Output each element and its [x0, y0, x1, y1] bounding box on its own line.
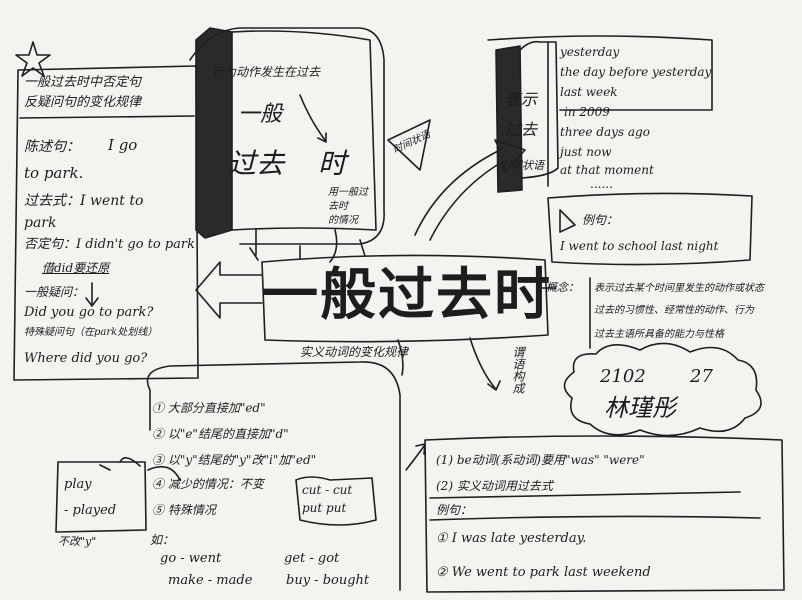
book-caption: 行为动作发生在过去 [212, 65, 321, 79]
predicate-rule-2: (2) 实义动词用过去式 [436, 479, 553, 493]
original-1: I go [108, 136, 138, 154]
side-note-1: 用一般过 [328, 187, 368, 198]
unchanged-1: cut - cut [302, 483, 353, 497]
time-word: three days ago [560, 125, 650, 139]
irregular-ex1: go - went [160, 551, 222, 566]
unchanged-2: put put [302, 501, 347, 515]
side-note-3: 的情况 [328, 215, 358, 226]
past-1: 过去式：I went to [24, 193, 144, 209]
time-title-1: 表示 [505, 90, 538, 109]
time-title-2: 过去 [505, 120, 538, 139]
star-icon [15, 41, 51, 77]
verb-rule-5: ⑤ 特殊情况 [152, 503, 216, 517]
predicate-label: 谓语构成 [511, 346, 525, 394]
student-name: 林瑾彤 [604, 394, 676, 422]
time-word: last week [560, 85, 618, 99]
predicate-ex2: ② We went to park last weekend [436, 565, 651, 580]
book-word-1: 一般 [238, 102, 283, 127]
irregular-ex3: make - made [168, 573, 253, 588]
time-word: in 2009 [564, 105, 610, 119]
verb-rule-1: ① 大部分直接加"ed" [152, 401, 266, 415]
time-title-3: 时间状语 [500, 159, 544, 172]
predicate-ex1: ① I was late yesterday. [436, 531, 587, 546]
verb-rule-4: ④ 减少的情况：不变 [152, 477, 264, 491]
concept-line1: 表示过去某个时间里发生的动作或状态 [594, 283, 764, 294]
past-2: park [24, 215, 57, 231]
book-word-3: 时 [318, 147, 347, 180]
general-question: Did you go to park? [24, 305, 154, 320]
wh-question: Where did you go? [24, 351, 148, 366]
play-note: 不改"y" [58, 535, 97, 548]
wh-note: 特殊疑问句（在park处划线） [24, 327, 158, 338]
restore-note: 借did要还原 [42, 261, 110, 275]
book-word-2: 过去 [228, 147, 285, 180]
verb-rule-2: ② 以"e"结尾的直接加"d" [152, 427, 289, 441]
left-heading-line1: 一般过去时中否定句 [24, 75, 142, 90]
student-number: 27 [690, 366, 713, 387]
verb-rule-3: ③ 以"y"结尾的"y"改"i"加"ed" [152, 453, 317, 467]
irregular-label: 如： [150, 533, 175, 547]
original-2: to park. [24, 164, 84, 182]
predicate-rule-1: (1) be动词(系动词)要用"was" "were" [436, 453, 645, 467]
time-word: at that moment [560, 163, 654, 177]
side-note-2: 去时 [328, 201, 348, 212]
concept-line3: 过去主语所具备的能力与性格 [594, 329, 724, 340]
predicate-example-label: 例句： [436, 503, 473, 517]
negative-sentence: 否定句：I didn't go to park [24, 237, 195, 252]
time-word: yesterday [560, 45, 620, 59]
example-sentence: I went to school last night [560, 239, 719, 253]
time-word: ...... [590, 177, 613, 191]
verbs-heading: 实义动词的变化规律 [300, 345, 409, 359]
time-word: the day before yesterday [560, 65, 712, 79]
irregular-ex2: get - got [284, 551, 340, 566]
irregular-ex4: buy - bought [286, 573, 370, 588]
center-title: 一般过去时 [262, 263, 552, 328]
label-original: 陈述句： [24, 139, 80, 155]
class-number: 2102 [600, 366, 646, 387]
play-2: - played [64, 503, 117, 518]
example-label: 例句： [582, 213, 619, 227]
play-1: play [64, 477, 92, 492]
concept-line2: 过去的习惯性、经常性的动作、行为 [594, 305, 754, 316]
question-label: 一般疑问： [24, 285, 85, 299]
left-heading-line2: 反疑问句的变化规律 [24, 95, 142, 110]
time-word: just now [560, 145, 612, 159]
concept-label: 概念： [546, 281, 579, 294]
